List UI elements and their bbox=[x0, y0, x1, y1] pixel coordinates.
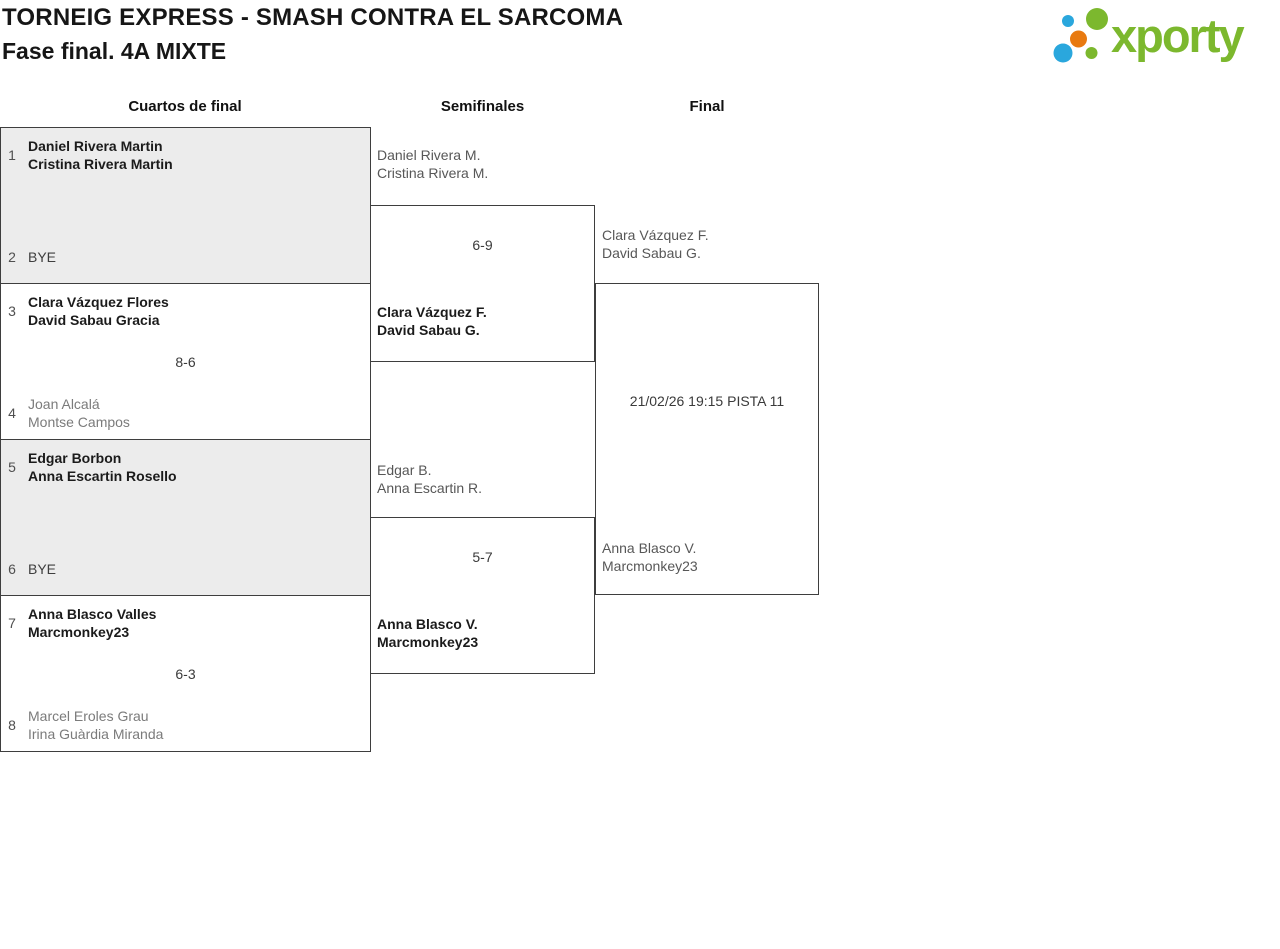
team-names: Joan Alcalá Montse Campos bbox=[28, 395, 130, 431]
player-name: Irina Guàrdia Miranda bbox=[28, 726, 164, 742]
player-name: Edgar B. bbox=[377, 462, 432, 478]
final-schedule: 21/02/26 19:15 PISTA 11 bbox=[629, 393, 785, 409]
player-name: Cristina Rivera M. bbox=[377, 165, 489, 181]
match-quarterfinal-4[interactable]: 7 Anna Blasco Valles Marcmonkey23 6-3 8 … bbox=[0, 595, 371, 752]
final-team1: Clara Vázquez F. David Sabau G. bbox=[602, 226, 709, 262]
team-names: Anna Blasco V. Marcmonkey23 bbox=[377, 615, 478, 651]
team-names: Marcel Eroles Grau Irina Guàrdia Miranda bbox=[28, 707, 163, 743]
player-name: Edgar Borbon bbox=[28, 450, 122, 466]
match-quarterfinal-1[interactable]: 1 Daniel Rivera Martin Cristina Rivera M… bbox=[0, 127, 371, 284]
team-names: Clara Vázquez F. David Sabau G. bbox=[377, 303, 487, 339]
final-team2: Anna Blasco V. Marcmonkey23 bbox=[602, 539, 698, 575]
match-score: 8-6 bbox=[175, 354, 196, 370]
player-name: Clara Vázquez Flores bbox=[28, 294, 169, 310]
seed-number: 2 bbox=[8, 249, 16, 265]
round-header-quarterfinals: Cuartos de final bbox=[128, 98, 242, 115]
round-header-semifinals: Semifinales bbox=[440, 98, 525, 115]
match-score: 5-7 bbox=[472, 549, 493, 565]
team-names: Daniel Rivera Martin Cristina Rivera Mar… bbox=[28, 137, 173, 173]
player-name: David Sabau G. bbox=[377, 322, 480, 338]
player-name: Clara Vázquez F. bbox=[602, 227, 709, 243]
match-quarterfinal-3[interactable]: 5 Edgar Borbon Anna Escartin Rosello 6 B… bbox=[0, 439, 371, 596]
player-name: Anna Escartin R. bbox=[377, 480, 483, 496]
match-score: 6-9 bbox=[472, 237, 493, 253]
logo-dot-small-green bbox=[1085, 47, 1098, 59]
xporty-wordmark: xporty bbox=[1111, 9, 1245, 62]
seed-number: 3 bbox=[8, 303, 16, 319]
player-name: Anna Blasco V. bbox=[602, 540, 697, 556]
match-score: 6-3 bbox=[175, 666, 196, 682]
seed-number: 6 bbox=[8, 561, 16, 577]
player-name: Cristina Rivera Martin bbox=[28, 156, 173, 172]
seed-number: 7 bbox=[8, 615, 16, 631]
match-final[interactable]: 21/02/26 19:15 PISTA 11 bbox=[595, 283, 819, 595]
player-name: Anna Escartin Rosello bbox=[28, 468, 177, 484]
seed-number: 5 bbox=[8, 459, 16, 475]
match-semifinal-1[interactable]: 6-9 Clara Vázquez F. David Sabau G. bbox=[370, 205, 595, 362]
team-names: Edgar Borbon Anna Escartin Rosello bbox=[28, 449, 177, 485]
phase-subtitle: Fase final. 4A MIXTE bbox=[2, 38, 227, 64]
player-name: Daniel Rivera Martin bbox=[28, 138, 163, 154]
seed-number: 8 bbox=[8, 717, 16, 733]
player-name: Clara Vázquez F. bbox=[377, 304, 487, 320]
player-name: Marcmonkey23 bbox=[602, 558, 698, 574]
seed-number: 4 bbox=[8, 405, 16, 421]
player-name: Daniel Rivera M. bbox=[377, 147, 481, 163]
logo-dot-small-blue bbox=[1062, 15, 1074, 27]
bye-label: BYE bbox=[28, 561, 57, 577]
team-names: BYE bbox=[28, 560, 56, 578]
player-name: Anna Blasco Valles bbox=[28, 606, 157, 622]
round-header-final: Final bbox=[689, 98, 725, 115]
player-name: Anna Blasco V. bbox=[377, 616, 478, 632]
player-name: Marcel Eroles Grau bbox=[28, 708, 149, 724]
match-quarterfinal-2[interactable]: 3 Clara Vázquez Flores David Sabau Graci… bbox=[0, 283, 371, 440]
player-name: Marcmonkey23 bbox=[28, 624, 130, 640]
player-name: Montse Campos bbox=[28, 414, 130, 430]
logo-dot-orange bbox=[1070, 30, 1087, 48]
xporty-logo[interactable]: xporty bbox=[1045, 0, 1280, 70]
team-names: Clara Vázquez Flores David Sabau Gracia bbox=[28, 293, 169, 329]
team-names: Anna Blasco Valles Marcmonkey23 bbox=[28, 605, 156, 641]
tournament-title: TORNEIG EXPRESS - SMASH CONTRA EL SARCOM… bbox=[2, 4, 624, 31]
bye-label: BYE bbox=[28, 249, 57, 265]
player-name: Joan Alcalá bbox=[28, 396, 100, 412]
player-name: Marcmonkey23 bbox=[377, 634, 479, 650]
team-names: BYE bbox=[28, 248, 56, 266]
player-name: David Sabau G. bbox=[602, 245, 701, 261]
semifinal-2-entrant: Edgar B. Anna Escartin R. bbox=[377, 461, 482, 497]
xporty-logo-graphic: xporty bbox=[1053, 8, 1247, 63]
logo-dot-big-green bbox=[1086, 8, 1108, 30]
semifinal-1-entrant: Daniel Rivera M. Cristina Rivera M. bbox=[377, 146, 488, 182]
seed-number: 1 bbox=[8, 147, 16, 163]
logo-dot-big-blue bbox=[1053, 43, 1073, 63]
player-name: David Sabau Gracia bbox=[28, 312, 160, 328]
match-semifinal-2[interactable]: 5-7 Anna Blasco V. Marcmonkey23 bbox=[370, 517, 595, 674]
